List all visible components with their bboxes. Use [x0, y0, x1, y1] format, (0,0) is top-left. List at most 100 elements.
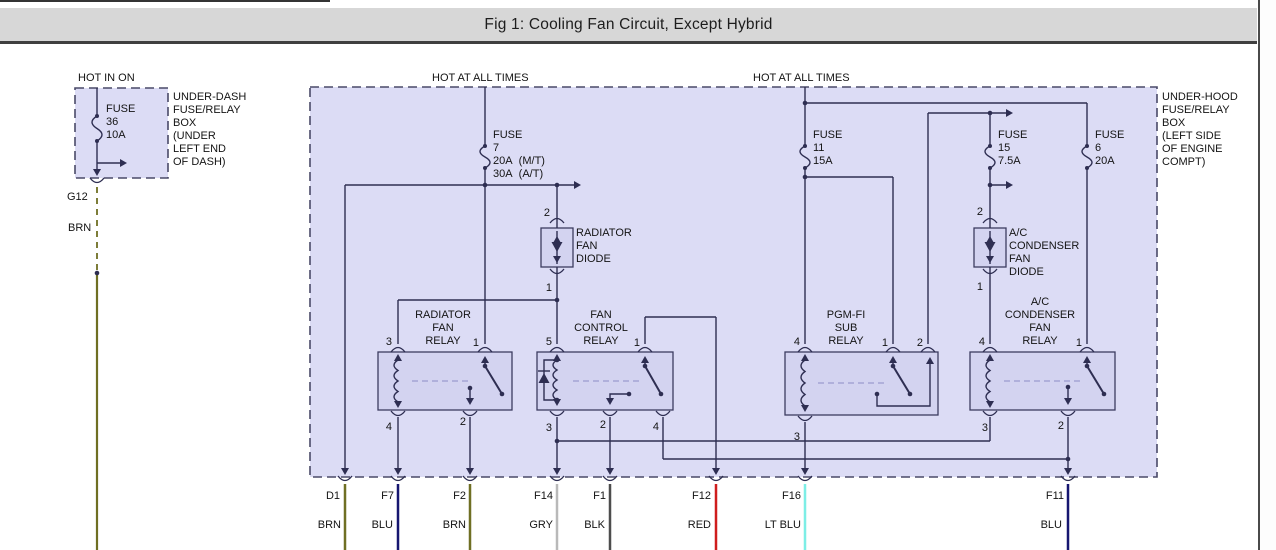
diagram-label: PGM-FI — [827, 309, 866, 321]
junction-dot — [1065, 456, 1071, 462]
diagram-label: HOT AT ALL TIMES — [753, 72, 850, 84]
connector-arc — [477, 346, 493, 353]
connector-arc — [549, 217, 565, 224]
connector-arc — [655, 410, 671, 417]
junction-dot — [1065, 384, 1071, 390]
arrowhead — [93, 169, 101, 176]
diagram-label: (UNDER — [173, 130, 216, 142]
arrowhead — [120, 159, 127, 167]
connector-arc — [337, 475, 353, 482]
diagram-label: 2 — [977, 206, 983, 218]
arrowhead — [394, 468, 402, 475]
arrowhead — [553, 256, 561, 263]
fuse-symbol — [479, 145, 491, 169]
diagram-label: FUSE — [813, 129, 842, 141]
diagram-label: 3 — [794, 431, 800, 443]
fuse-symbol — [984, 145, 996, 169]
junction-dot — [802, 100, 808, 106]
diagram-label: BLU — [372, 519, 393, 531]
connector-arc — [708, 475, 724, 482]
diagram-label: FAN — [432, 322, 453, 334]
connector-arc — [390, 475, 406, 482]
connector-arc — [797, 475, 813, 482]
diagram-label: DIODE — [1009, 266, 1044, 278]
arrowhead — [1006, 109, 1013, 117]
diagram-label: 3 — [982, 422, 988, 434]
window-edge-artifact — [0, 0, 330, 2]
diagram-label: D1 — [326, 490, 340, 502]
diagram-label: A/C — [1009, 227, 1027, 239]
diagram-label: 2 — [460, 416, 466, 428]
arrowhead — [712, 468, 720, 475]
diagram-label: 2 — [544, 207, 550, 219]
fuse-terminal — [95, 139, 99, 143]
diagram-label: 7.5A — [998, 155, 1021, 167]
diagram-label: 20A (M/T) — [493, 155, 545, 167]
arrowhead — [341, 468, 349, 475]
diagram-label: 2 — [1058, 420, 1064, 432]
fuse-terminal — [483, 144, 487, 148]
wire — [644, 365, 662, 395]
connector-arc — [390, 410, 406, 417]
diagram-label: 2 — [917, 337, 923, 349]
arrowhead — [1064, 468, 1072, 475]
junction-dot — [482, 182, 488, 188]
diagram-label: FUSE — [493, 129, 522, 141]
junction-dot — [1101, 391, 1107, 397]
diagram-label: F1 — [593, 490, 606, 502]
coil-symbol — [393, 359, 400, 403]
fuse-symbol — [1081, 145, 1093, 169]
diagram-label: LT BLU — [765, 519, 801, 531]
arrowhead — [889, 356, 897, 363]
right-gutter — [1260, 0, 1276, 550]
arrowhead — [553, 468, 561, 475]
junction-dot — [482, 363, 488, 369]
diagram-label: 10A — [106, 129, 126, 141]
junction-dot — [642, 363, 648, 369]
diagram-label: GRY — [529, 519, 553, 531]
component-box — [969, 351, 1116, 411]
diagram-label: 30A (A/T) — [493, 168, 543, 180]
fuse-terminal — [988, 144, 992, 148]
diode-symbol — [984, 242, 996, 252]
diagram-label: 1 — [634, 337, 640, 349]
diagram-label: F2 — [453, 490, 466, 502]
connector-arc — [982, 268, 998, 275]
diagram-label: FUSE — [998, 129, 1027, 141]
arrowhead — [481, 356, 489, 363]
junction-dot — [467, 385, 473, 391]
fuse-symbol — [91, 115, 103, 142]
connector-arc — [390, 346, 406, 353]
diagram-label: FAN — [576, 240, 597, 252]
junction-dot — [554, 357, 560, 363]
arrowhead — [553, 236, 561, 243]
fuse-symbol — [799, 145, 811, 169]
coil-arrow — [394, 401, 402, 408]
junction-dot — [658, 391, 664, 397]
junction-dot — [554, 397, 560, 403]
diagram-label: COMPT) — [1162, 156, 1205, 168]
diagram-label: RADIATOR — [576, 227, 632, 239]
coil-arrow — [986, 401, 994, 408]
diagram-label: G12 — [67, 191, 88, 203]
fuse-terminal — [988, 166, 992, 170]
connector-arc — [982, 217, 998, 224]
connector-arc — [1060, 475, 1076, 482]
connector-arc — [89, 177, 105, 184]
title-bar: Fig 1: Cooling Fan Circuit, Except Hybri… — [0, 8, 1257, 41]
diagram-label: F11 — [1046, 490, 1064, 502]
connector-arc — [885, 346, 901, 353]
connector-arc — [920, 346, 936, 353]
diagram-label: A/C — [1031, 296, 1049, 308]
arrowhead — [641, 356, 649, 363]
wire — [484, 365, 503, 395]
diagram-label: UNDER-DASH — [173, 91, 246, 103]
arrowhead — [466, 398, 474, 405]
diagram-label: HOT IN ON — [78, 72, 135, 84]
diagram-label: 7 — [493, 142, 499, 154]
wire — [892, 365, 911, 395]
connector-arc — [602, 475, 618, 482]
diagram-label: CONTROL — [574, 322, 628, 334]
arrowhead — [926, 357, 934, 364]
